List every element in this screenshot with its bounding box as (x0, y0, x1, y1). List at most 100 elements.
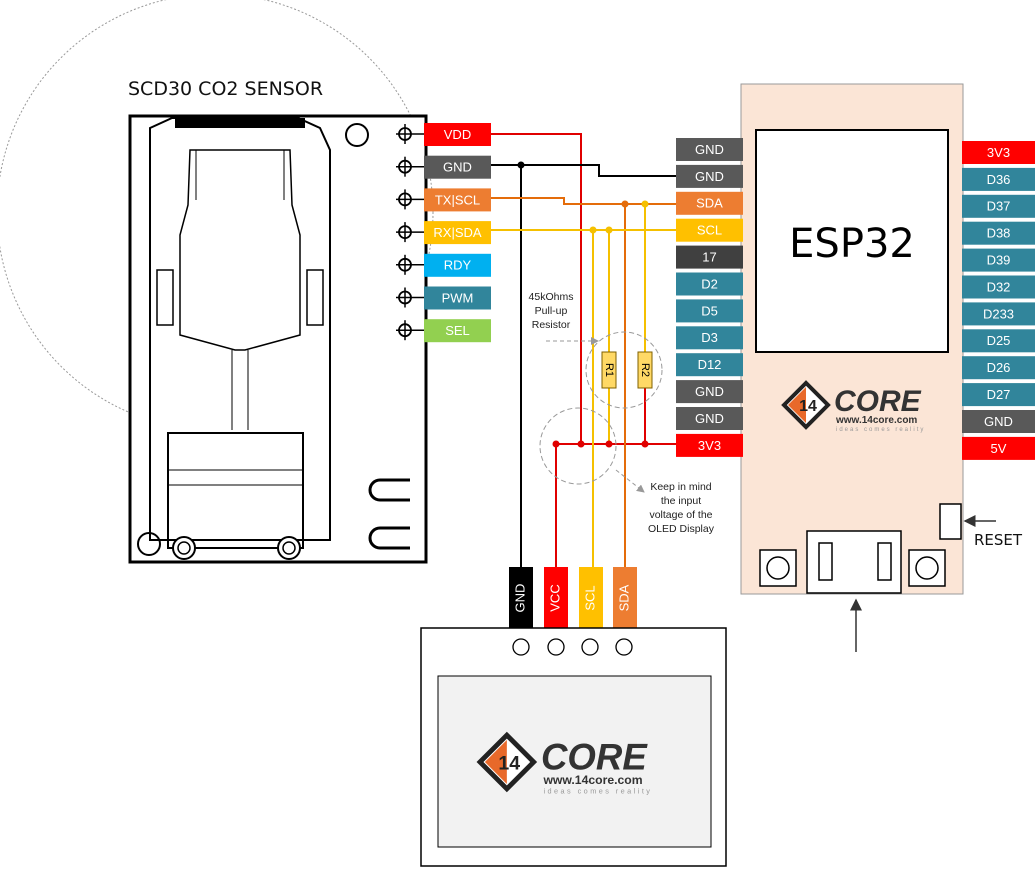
sensor-pin-box (424, 319, 491, 343)
esp32-right-pin-box (962, 436, 1035, 460)
esp32-right-pin-d32: D32 (962, 275, 1035, 299)
esp32-left-pin-box (676, 353, 743, 377)
esp32-left-pin-label: GND (695, 169, 724, 184)
esp32-left-pin-label: 3V3 (698, 438, 721, 453)
sensor-pin-rx-sda: RX|SDA (424, 221, 491, 245)
sensor-bottom-housing (167, 432, 304, 549)
sensor-pin-box (424, 286, 491, 310)
oled-note-line-4: OLED Display (648, 523, 715, 535)
resistor-note-line-2: Pull-up (535, 305, 568, 317)
sensor-pin-rdy: RDY (424, 253, 491, 277)
oled-note-arrow (615, 469, 645, 493)
pull-up-resistors: R1 R2 45kOhms Pull-up Resistor Keep in m… (529, 291, 715, 535)
esp32-right-pin-label: 3V3 (987, 145, 1010, 160)
esp32-left-pin-label: D2 (701, 276, 718, 291)
esp32-left-pin-d12: D12 (676, 353, 743, 377)
sensor-pin-box (424, 155, 491, 179)
sensor-pin-label: RDY (444, 258, 472, 273)
sensor-side-slot (306, 269, 324, 326)
esp32-left-pin-3v3: 3V3 (676, 433, 743, 457)
esp32-left-pin-gnd: GND (676, 138, 743, 161)
esp32-right-pin-d233: D233 (962, 302, 1035, 326)
esp32-right-pin-box (962, 194, 1035, 218)
esp32-right-pin-d37: D37 (962, 194, 1035, 218)
oled-pin-label: SDA (616, 584, 631, 611)
sensor-foot (172, 536, 196, 560)
esp32-left-pin-label: GND (695, 411, 724, 426)
sensor-pin-header (396, 156, 424, 177)
esp32-button-right[interactable] (908, 549, 946, 587)
esp32-button-left[interactable] (759, 549, 797, 587)
oled-pin-gnd: GND (509, 567, 533, 628)
oled-pin-hole (615, 638, 633, 656)
esp32-right-pin-3v3: 3V3 (962, 141, 1035, 164)
logo-name: CORE (834, 385, 922, 418)
sensor-pin-label: SEL (445, 323, 470, 338)
oled-pin-label: SCL (582, 585, 597, 610)
sensor-pin-pwm: PWM (424, 286, 491, 310)
reset-label: RESET (974, 531, 1023, 549)
logo-badge: 14 (498, 752, 520, 774)
esp32-usb-port[interactable] (806, 530, 902, 594)
sensor-mount-hole (137, 532, 161, 556)
esp32-module (755, 129, 949, 353)
sensor-pin-label: PWM (442, 290, 474, 305)
esp32-reset-button[interactable] (939, 503, 962, 540)
esp32-right-pin-box (962, 275, 1035, 299)
esp32-right-pin-box (962, 141, 1035, 164)
oled-pin-scl: SCL (579, 567, 603, 628)
esp32-left-pin-box (676, 433, 743, 457)
esp32-right-pin-box (962, 383, 1035, 407)
sensor-pin-box (424, 221, 491, 245)
sensor-pin-box (424, 123, 491, 146)
sensor-pin-header (396, 254, 424, 275)
esp32-left-pin-d5: D5 (676, 299, 743, 323)
sensor-pin-header (396, 189, 424, 210)
oled-pin-box (509, 567, 533, 628)
esp32-left-pin-scl: SCL (676, 218, 743, 242)
esp32-right-pin-box (962, 221, 1035, 245)
esp32-left-pin-17: 17 (676, 245, 743, 269)
esp32-left-pin-gnd: GND (676, 164, 743, 188)
esp32-right-pin-label: D39 (987, 253, 1011, 268)
esp32-left-pin-gnd: GND (676, 380, 743, 404)
esp32-right-pin-d27: D27 (962, 383, 1035, 407)
oled-pin-label: VCC (547, 584, 562, 611)
oled-pin-hole (547, 638, 565, 656)
logo-name: CORE (541, 736, 648, 777)
esp32-left-pin-label: D12 (698, 357, 722, 372)
wire-scl (491, 197, 676, 205)
esp32-right-pin-label: D32 (987, 279, 1011, 294)
esp32-left-pin-box (676, 272, 743, 296)
logo-tagline: ideas comes reality (836, 427, 925, 433)
oled-pin-vcc: VCC (544, 567, 568, 628)
sensor-pin-vdd: VDD (424, 123, 491, 146)
esp32-left-pin-d2: D2 (676, 272, 743, 296)
oled-note-line-1: Keep in mind (650, 481, 711, 493)
sensor-pin-header (396, 287, 424, 308)
sensor-highlight-circle (0, 0, 434, 431)
resistor-r1-label: R1 (603, 363, 615, 377)
esp32-title: ESP32 (789, 221, 915, 267)
oled-pin-box (613, 567, 637, 628)
esp32-right-pin-label: GND (984, 414, 1013, 429)
logo-badge: 14 (799, 398, 817, 415)
resistor-highlight-circle (585, 331, 663, 409)
sensor-mount-hole (345, 123, 369, 147)
esp32-right-pin-label: D36 (987, 172, 1011, 187)
wires (491, 133, 676, 570)
sensor-title: SCD30 CO2 SENSOR (128, 78, 323, 100)
resistor-r2 (637, 351, 653, 389)
esp32-left-pin-label: D5 (701, 303, 718, 318)
oled-pin-label: GND (512, 584, 527, 613)
esp32-right-pin-d38: D38 (962, 221, 1035, 245)
resistor-r1 (601, 351, 617, 389)
wire-vdd (491, 133, 676, 445)
scd30-sensor: SCD30 CO2 SENSOR VDDGNDTX|SCLRX|SDARDYPW… (0, 0, 491, 564)
sensor-pin-label: GND (443, 160, 472, 175)
esp32-right-pin-d39: D39 (962, 248, 1035, 272)
sensor-pin-label: RX|SDA (433, 225, 481, 240)
esp32-left-pin-box (676, 326, 743, 350)
